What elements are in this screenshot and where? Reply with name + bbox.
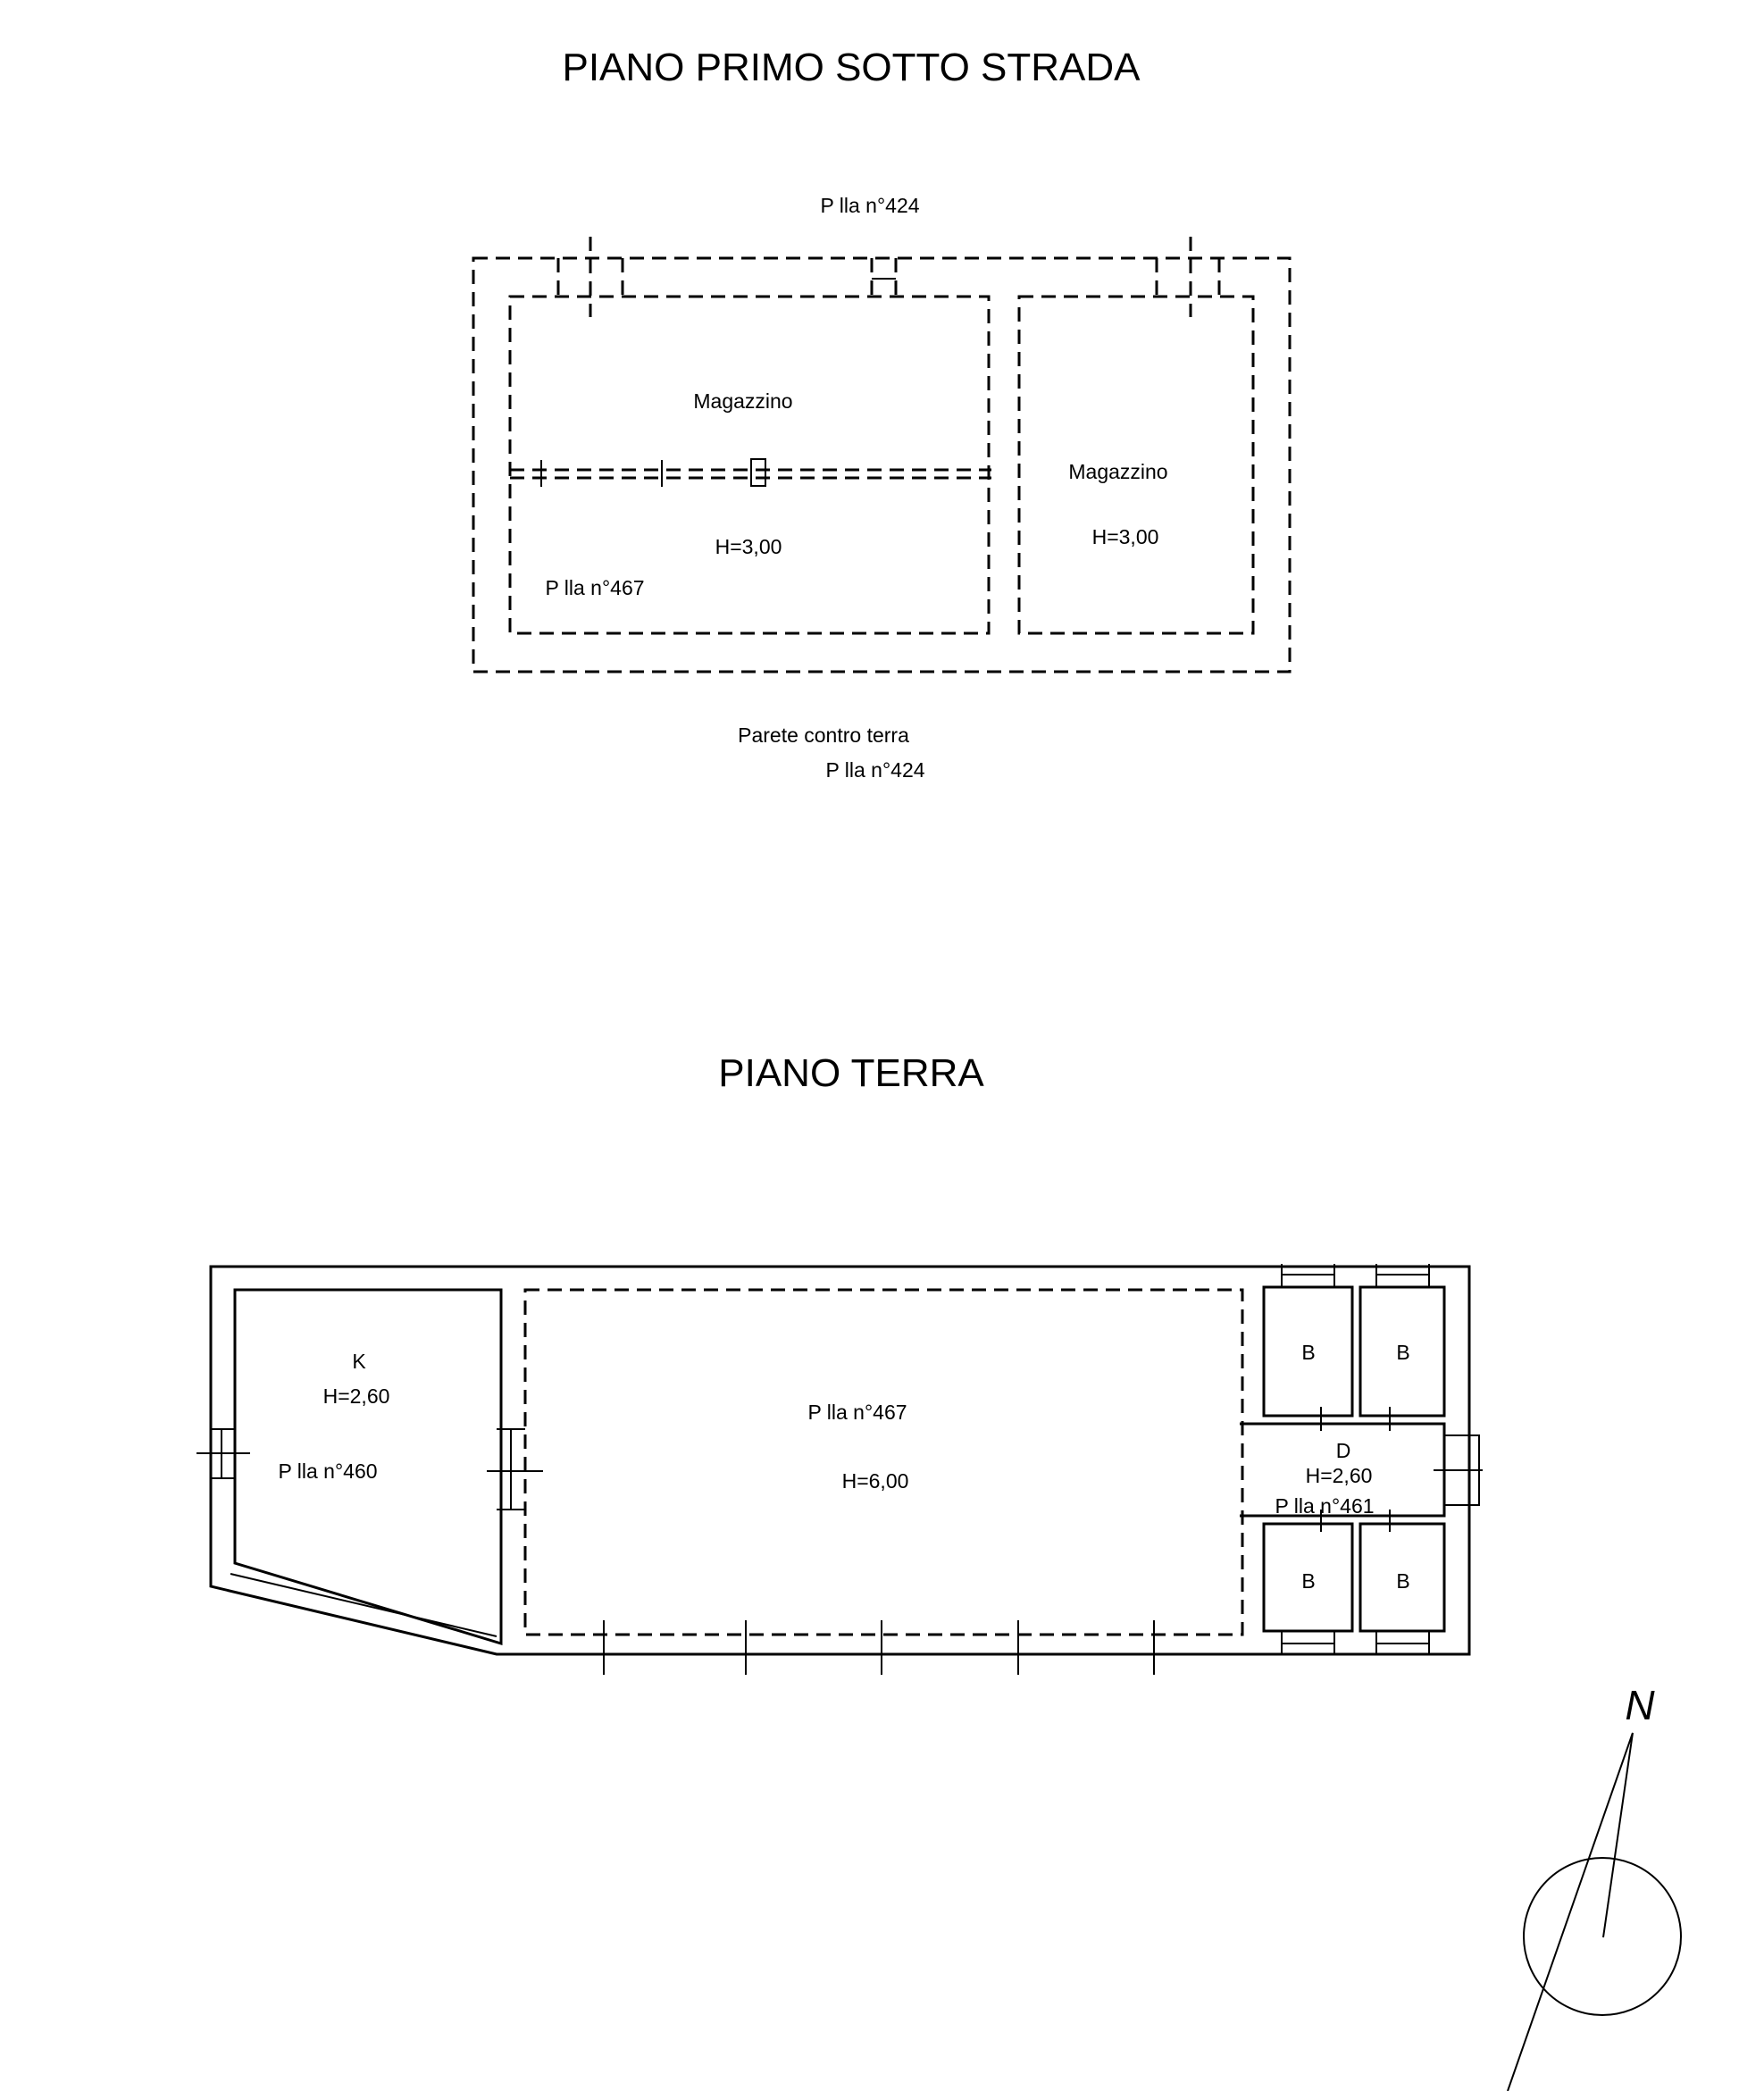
tick-marks [540, 460, 663, 487]
room-d-height: H=2,60 [1306, 1464, 1373, 1487]
ground-plan: PIANO TERRA K H=2,60 P lla n°460 P lla n… [196, 1051, 1483, 1675]
basement-outer-wall [472, 256, 1292, 673]
room-right-height: H=3,00 [1092, 525, 1159, 548]
bath-4 [1359, 1522, 1446, 1633]
door-marks [196, 1429, 543, 1510]
room-k-name: K [352, 1350, 366, 1373]
basement-room-right [1017, 295, 1255, 635]
room-left-name: Magazzino [693, 389, 792, 413]
opening-ticks [603, 1620, 1155, 1675]
bath-1 [1262, 1285, 1354, 1418]
opening-marks [556, 237, 1221, 317]
wall-details [211, 1428, 525, 1637]
bath-label: B [1396, 1569, 1409, 1593]
ground-title: PIANO TERRA [718, 1051, 984, 1095]
north-arrow-icon: N [1507, 1682, 1682, 2091]
bath-label: B [1396, 1341, 1409, 1364]
basement-plan: PIANO PRIMO SOTTO STRADA P lla n°424 Mag… [472, 46, 1292, 782]
parcel-label-bottom: P lla n°424 [825, 758, 924, 782]
service-details [1281, 1264, 1483, 1654]
bath-3 [1262, 1522, 1354, 1633]
room-d-parcel: P lla n°461 [1275, 1494, 1374, 1518]
ground-outer-wall [209, 1265, 1471, 1656]
wall-note: Parete contro terra [738, 723, 909, 747]
beam-line [510, 468, 991, 480]
basement-title: PIANO PRIMO SOTTO STRADA [562, 46, 1141, 89]
room-d-name: D [1336, 1439, 1351, 1462]
room-right-name: Magazzino [1068, 460, 1167, 483]
bath-label: B [1301, 1341, 1315, 1364]
parcel-label-top: P lla n°424 [820, 194, 919, 217]
pillar-mark [750, 458, 766, 487]
north-label: N [1625, 1682, 1655, 1728]
room-main-height: H=6,00 [842, 1469, 909, 1493]
room-main-parcel: P lla n°467 [807, 1401, 907, 1424]
room-k-parcel: P lla n°460 [278, 1460, 377, 1483]
room-k-walls [233, 1288, 503, 1646]
bath-2 [1359, 1285, 1446, 1418]
basement-room-left [508, 295, 991, 635]
room-left-height: H=3,00 [715, 535, 782, 558]
bath-label: B [1301, 1569, 1315, 1593]
room-k-height: H=2,60 [323, 1384, 390, 1408]
room-left-parcel: P lla n°467 [545, 576, 644, 599]
room-main-walls [523, 1288, 1244, 1636]
